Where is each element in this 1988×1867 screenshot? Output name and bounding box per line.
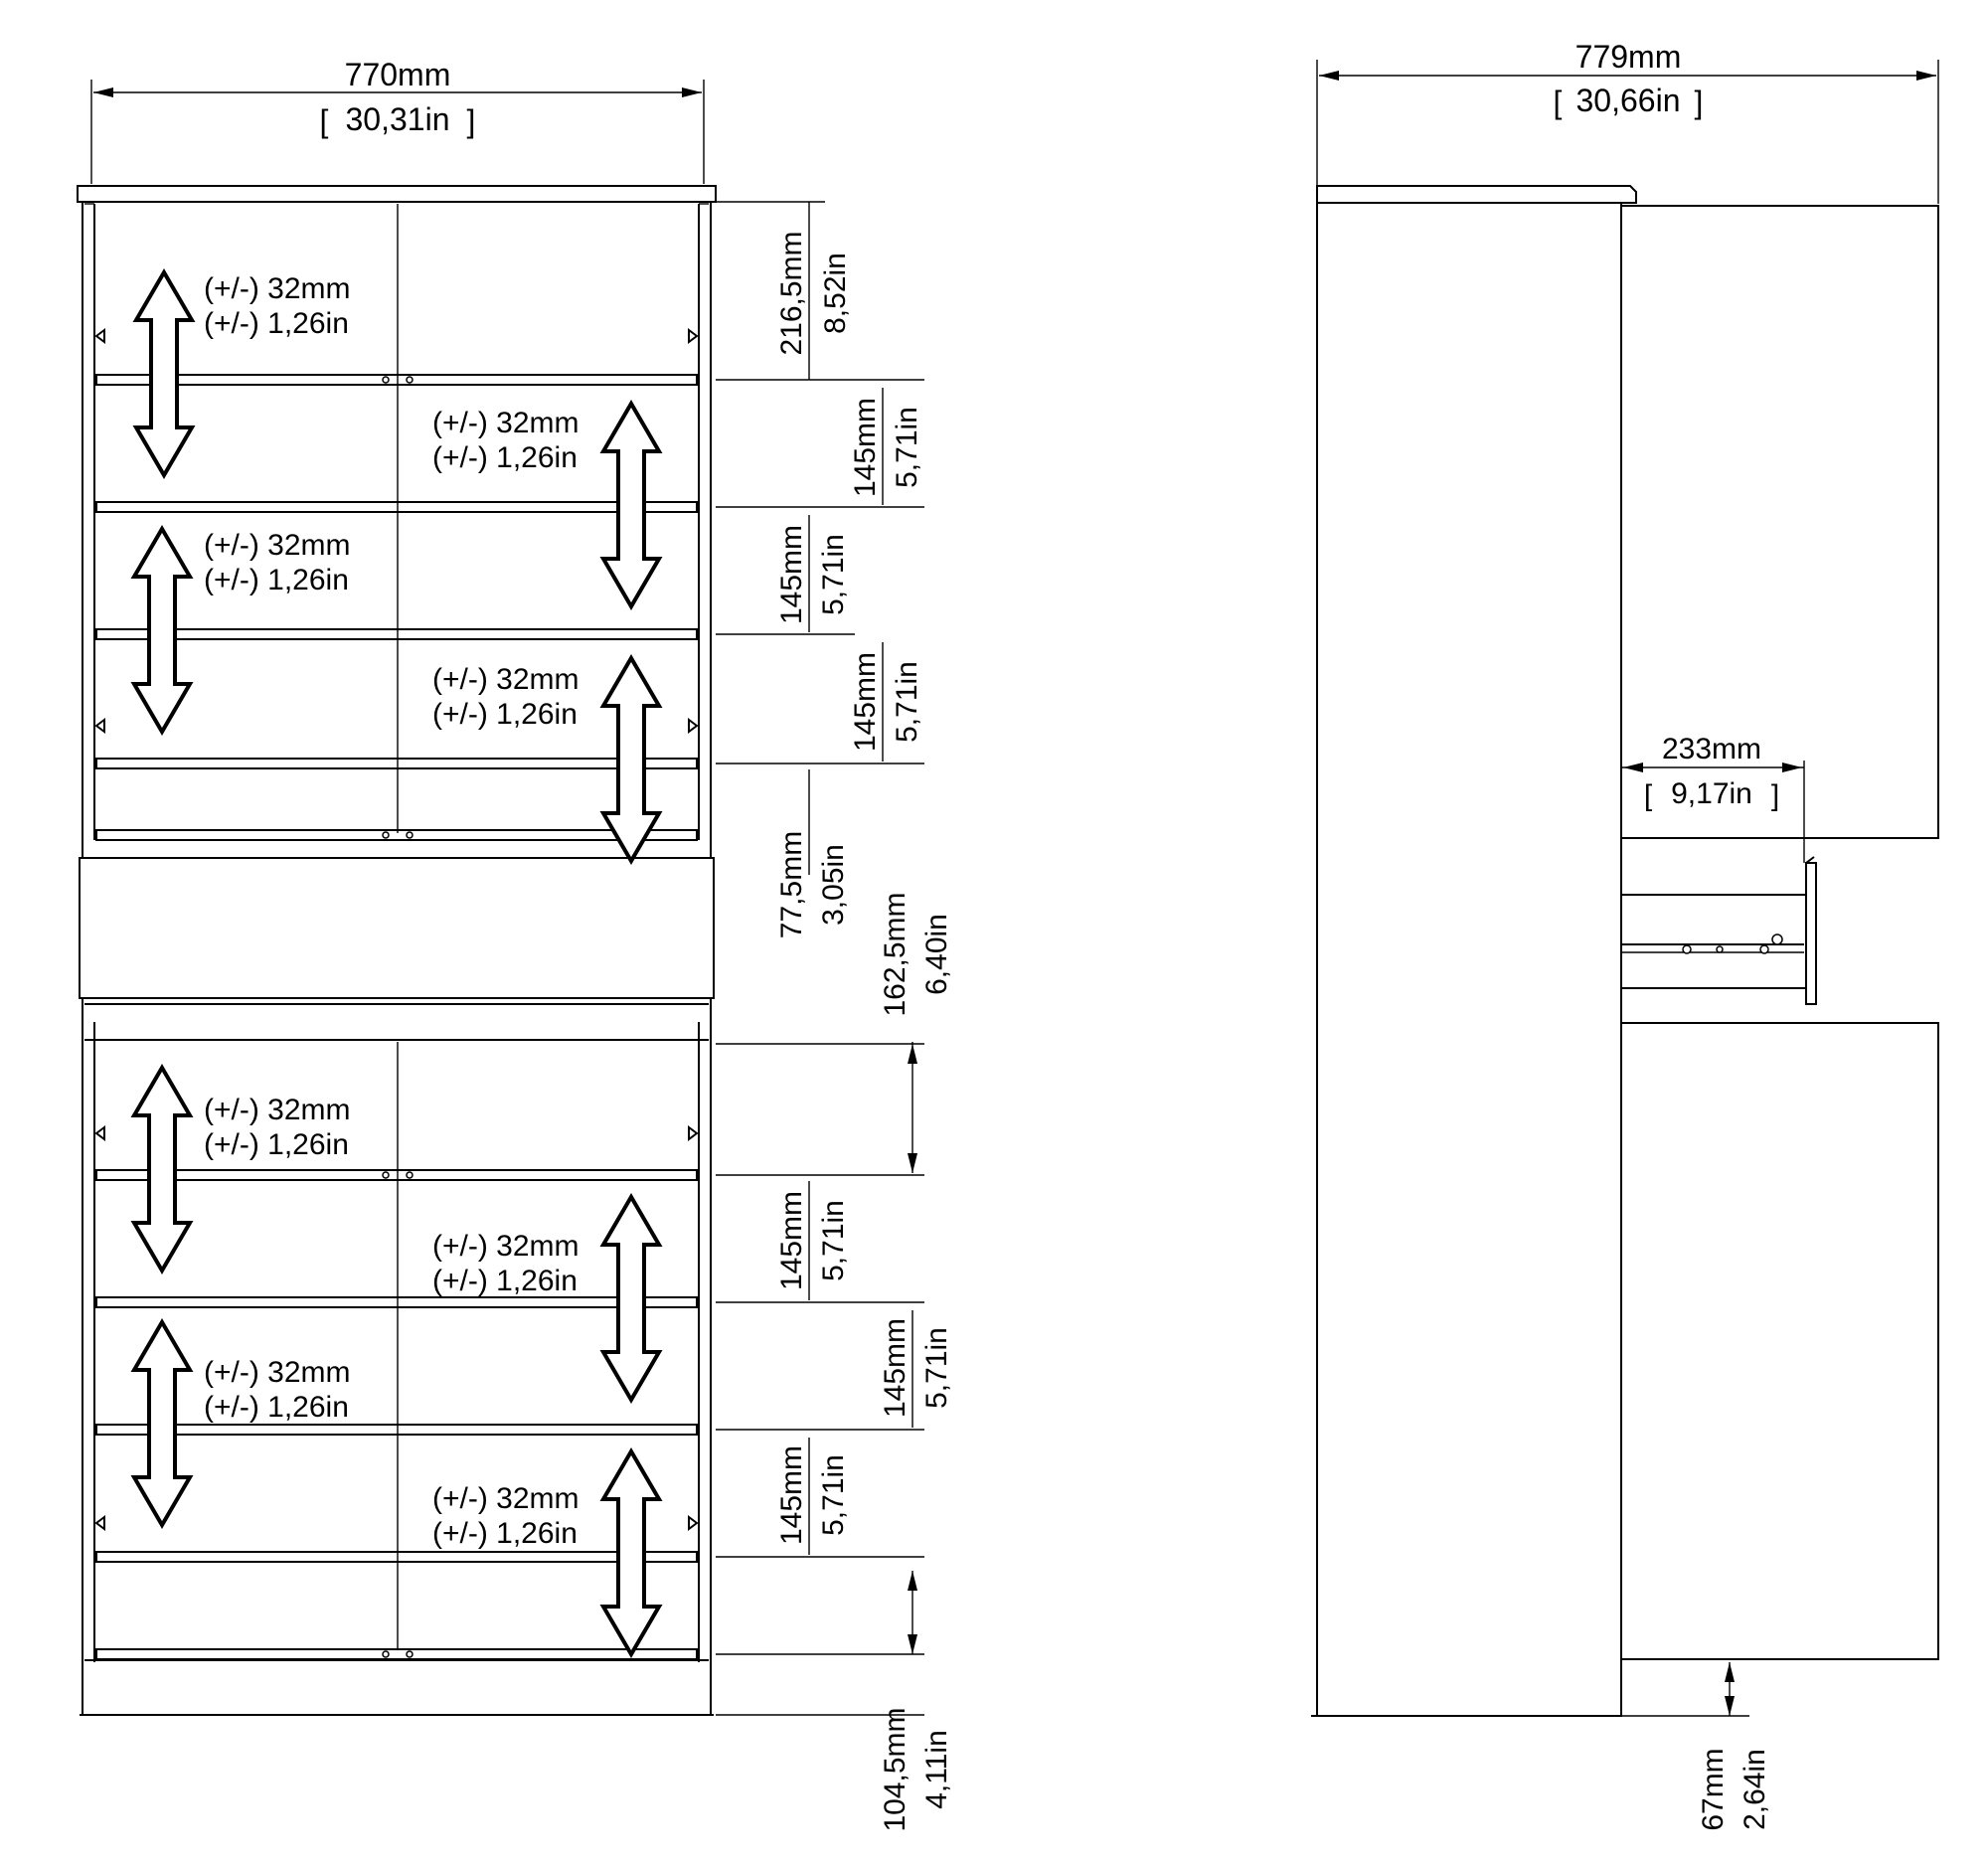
- height-2-mm: 145mm: [849, 398, 882, 497]
- adjust-arrow-4: [599, 654, 663, 865]
- side-depth-mm: 779mm: [1575, 39, 1682, 75]
- adjust-label-mm-3: (+/-) 32mm: [204, 529, 351, 562]
- svg-text:[: [: [320, 103, 329, 139]
- adjust-arrow-8: [599, 1447, 663, 1658]
- height-4-mm: 145mm: [849, 652, 882, 752]
- adjust-label-in-7: (+/-) 1,26in: [204, 1391, 349, 1424]
- plinth-mm: 67mm: [1697, 1748, 1730, 1830]
- front-height-dimension-lines: [808, 202, 917, 1654]
- height-9-in: 5,71in: [817, 1454, 850, 1536]
- adjust-label-in-5: (+/-) 1,26in: [204, 1128, 349, 1161]
- front-cabinet-body: [77, 185, 717, 1716]
- height-5-in: 3,05in: [817, 844, 850, 926]
- svg-text:]: ]: [1771, 779, 1779, 812]
- height-7-mm: 145mm: [775, 1191, 808, 1290]
- adjust-arrow-2: [130, 525, 194, 736]
- adjust-labels: (+/-) 32mm (+/-) 1,26in (+/-) 32mm (+/-)…: [204, 272, 580, 1550]
- adjust-arrow-6: [599, 1193, 663, 1404]
- front-hinges: [94, 328, 699, 1531]
- front-height-extension-lines: [716, 201, 924, 1716]
- height-3-mm: 145mm: [775, 525, 808, 624]
- plinth-in: 2,64in: [1739, 1749, 1771, 1830]
- height-8-mm: 145mm: [879, 1318, 911, 1418]
- side-drawer: [1621, 856, 1817, 1005]
- svg-text:[: [: [1644, 779, 1653, 812]
- height-1-in: 8,52in: [819, 253, 852, 334]
- side-drawer-dimension: 233mm 9,17in [ ]: [1621, 733, 1805, 863]
- side-lower-door: [1620, 1022, 1939, 1660]
- adjust-label-mm-2: (+/-) 32mm: [432, 407, 580, 439]
- adjust-label-mm-7: (+/-) 32mm: [204, 1356, 351, 1389]
- front-width-in: 30,31in: [346, 101, 450, 137]
- front-shelves-lower: [95, 1169, 698, 1660]
- side-upper-door: [1620, 205, 1939, 839]
- adjust-arrow-5: [130, 1064, 194, 1274]
- front-shelf-pins: [382, 376, 414, 1658]
- front-view: 770mm 30,31in [ ]: [77, 57, 953, 1832]
- svg-text:]: ]: [1695, 85, 1704, 120]
- side-plinth-dimension: 67mm 2,64in: [1621, 1662, 1771, 1831]
- side-view: 779mm 30,66in [ ]: [1311, 39, 1939, 1831]
- side-depth-dimension: 779mm 30,66in [ ]: [1316, 39, 1939, 204]
- front-shelves-upper: [84, 374, 709, 1041]
- front-width-dimension: 770mm 30,31in [ ]: [90, 57, 705, 184]
- svg-text:[: [: [1554, 85, 1563, 120]
- side-depth-in: 30,66in: [1576, 83, 1681, 118]
- height-10-in: 4,11in: [920, 1730, 953, 1809]
- adjust-label-in-4: (+/-) 1,26in: [432, 698, 578, 731]
- adjust-label-in-1: (+/-) 1,26in: [204, 307, 349, 340]
- height-4-in: 5,71in: [891, 661, 923, 743]
- height-6-mm: 162,5mm: [879, 892, 911, 1016]
- adjust-arrow-7: [130, 1318, 194, 1529]
- height-3-in: 5,71in: [817, 534, 850, 615]
- adjust-arrow-1: [132, 268, 196, 479]
- svg-text:]: ]: [467, 103, 476, 139]
- adjust-label-in-6: (+/-) 1,26in: [432, 1265, 578, 1297]
- height-10-mm: 104,5mm: [879, 1707, 911, 1831]
- drawer-mm: 233mm: [1662, 733, 1761, 765]
- front-height-dimension-texts: 216,5mm 8,52in 145mm 5,71in 145mm 5,71in…: [775, 231, 953, 1831]
- adjust-label-in-2: (+/-) 1,26in: [432, 441, 578, 474]
- adjust-label-mm-5: (+/-) 32mm: [204, 1094, 351, 1126]
- front-width-mm: 770mm: [345, 57, 451, 92]
- adjust-label-in-3: (+/-) 1,26in: [204, 564, 349, 596]
- height-7-in: 5,71in: [817, 1200, 850, 1281]
- adjust-arrow-3: [599, 400, 663, 610]
- adjust-label-mm-8: (+/-) 32mm: [432, 1482, 580, 1515]
- height-5-mm: 77,5mm: [775, 831, 808, 938]
- height-1-mm: 216,5mm: [775, 231, 808, 355]
- height-8-in: 5,71in: [920, 1327, 953, 1409]
- drawer-in: 9,17in: [1671, 777, 1752, 810]
- front-drawer-panel: [79, 857, 715, 999]
- side-cabinet-body: [1311, 185, 1939, 1717]
- height-2-in: 5,71in: [891, 407, 923, 488]
- adjust-label-mm-1: (+/-) 32mm: [204, 272, 351, 305]
- adjust-label-in-8: (+/-) 1,26in: [432, 1517, 578, 1550]
- height-9-mm: 145mm: [775, 1445, 808, 1545]
- height-6-in: 6,40in: [920, 914, 953, 995]
- adjust-label-mm-4: (+/-) 32mm: [432, 663, 580, 696]
- adjust-label-mm-6: (+/-) 32mm: [432, 1230, 580, 1263]
